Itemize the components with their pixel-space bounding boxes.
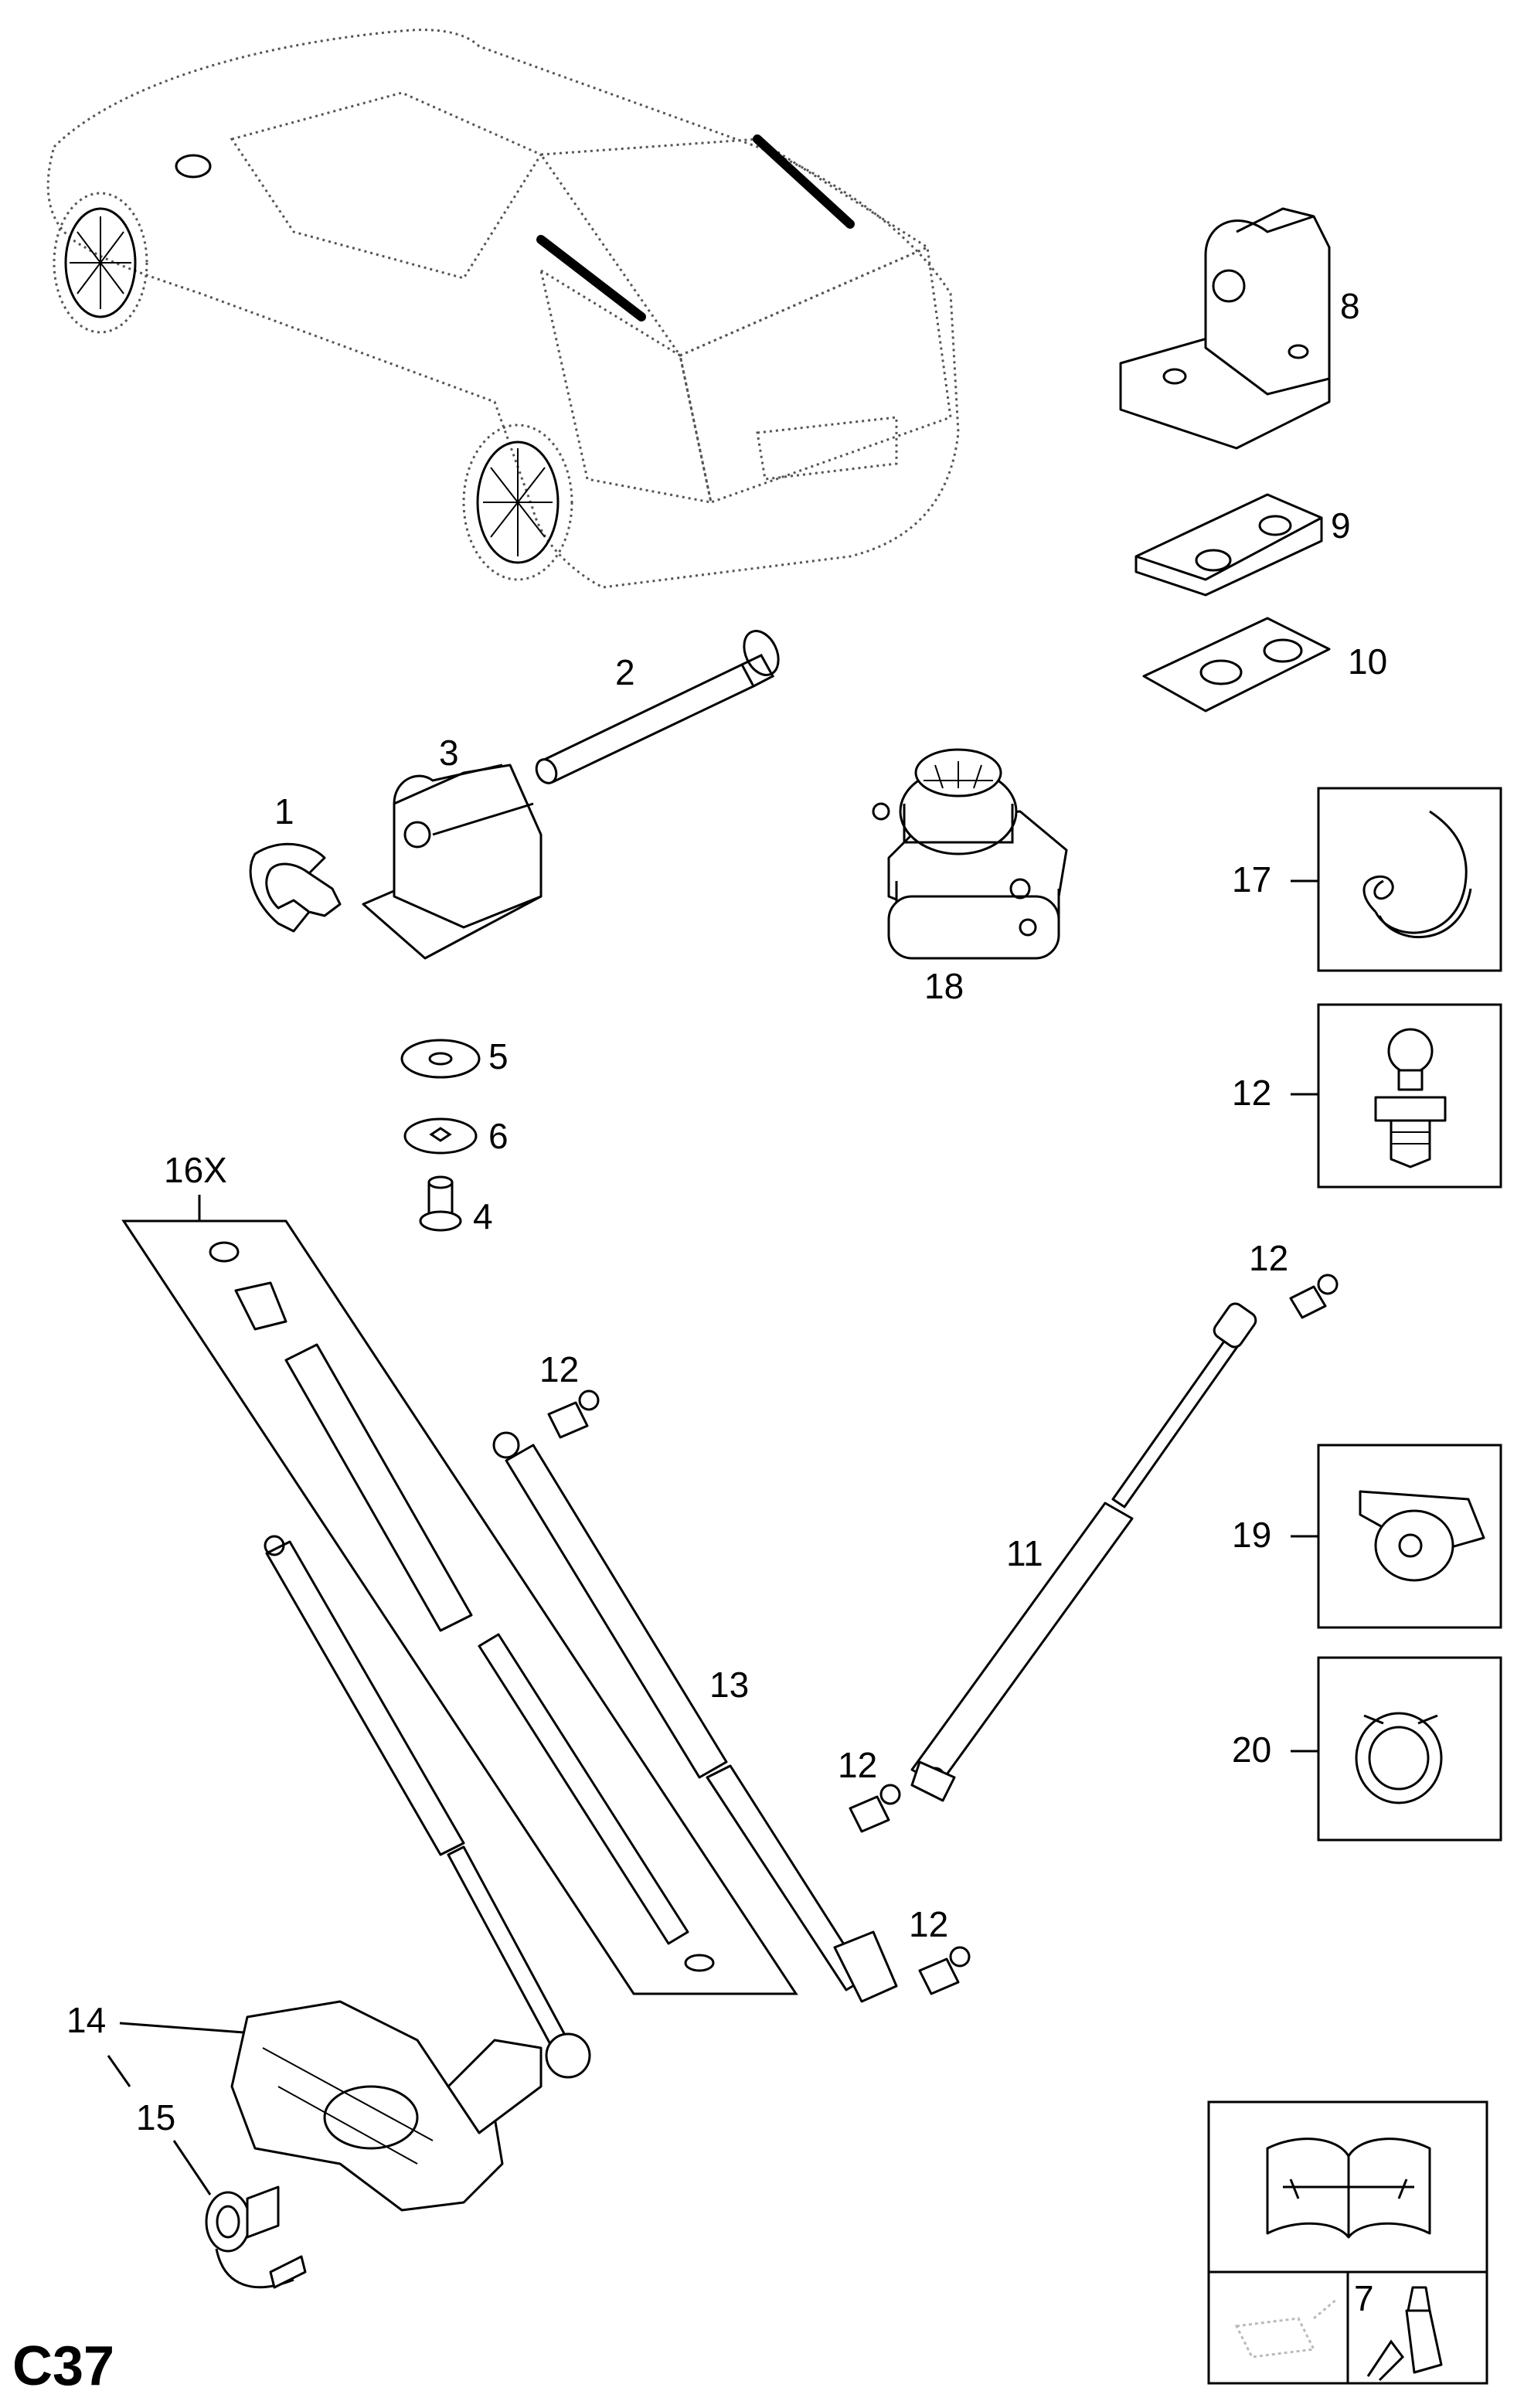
callout-labels: 1 2 3 4 5 6 7 8 9 10 11 12 12 12 12 12 1… (66, 286, 1387, 2318)
part-20-box (1317, 1656, 1502, 1842)
page-code: C37 (12, 2335, 114, 2397)
part-19-box (1317, 1444, 1502, 1629)
part-2-hinge-pin (535, 630, 780, 784)
callout-19: 19 (1232, 1515, 1271, 1555)
callout-9: 9 (1331, 505, 1351, 546)
callout-10: 10 (1348, 641, 1387, 682)
callout-12-box: 12 (1232, 1073, 1271, 1113)
part-4-bolt (419, 1175, 462, 1232)
callout-3: 3 (439, 733, 459, 773)
part-17-box (1317, 787, 1502, 972)
part-16x-kit-panel (121, 1219, 798, 1995)
callout-17: 17 (1232, 859, 1271, 900)
workshop-manual-icon (1266, 2138, 1431, 2239)
info-box (1207, 2100, 1488, 2385)
oil-can-icon (1234, 2297, 1338, 2359)
leader-lines (107, 879, 1318, 2195)
callout-5: 5 (488, 1036, 509, 1076)
car-illustration (46, 29, 960, 589)
callout-13: 13 (709, 1665, 749, 1705)
callout-11: 11 (1006, 1533, 1043, 1573)
callout-14: 14 (66, 2000, 106, 2040)
part-12-stud-mid (547, 1389, 600, 1439)
callout-15: 15 (136, 2097, 175, 2138)
part-14-wiper-motor (230, 1535, 591, 2212)
callout-20: 20 (1232, 1729, 1271, 1770)
part-5-washer (400, 1039, 481, 1079)
callout-12-top: 12 (1249, 1238, 1288, 1278)
callout-16x: 16X (164, 1150, 227, 1190)
part-12-stud-top (1289, 1274, 1339, 1319)
part-12-stud-bottom (918, 1946, 971, 1995)
part-10-gasket (1142, 617, 1331, 713)
part-3-hinge-body (362, 764, 543, 960)
part-18-motor (872, 748, 1068, 960)
callout-6: 6 (488, 1116, 509, 1156)
callout-12-low: 12 (838, 1745, 877, 1785)
part-1-clip (249, 842, 342, 933)
part-6-lock-washer (403, 1117, 478, 1155)
callout-7: 7 (1354, 2278, 1374, 2318)
part-8-hinge-bracket (1119, 207, 1331, 450)
part-7-sealant-tube (1366, 2286, 1443, 2382)
part-15-connector (205, 2185, 307, 2289)
part-11-gas-strut (910, 1302, 1257, 1802)
part-13-gas-strut (492, 1431, 898, 2003)
part-9-plate (1134, 493, 1323, 597)
part-12-box (1317, 1003, 1502, 1189)
callout-12-bottom: 12 (909, 1904, 948, 1944)
callout-2: 2 (615, 652, 635, 692)
callout-18: 18 (924, 966, 964, 1006)
callout-12-mid: 12 (539, 1349, 579, 1389)
callout-1: 1 (274, 791, 294, 832)
callout-4: 4 (473, 1196, 493, 1236)
callout-8: 8 (1340, 286, 1360, 326)
part-12-stud-low (849, 1784, 901, 1833)
